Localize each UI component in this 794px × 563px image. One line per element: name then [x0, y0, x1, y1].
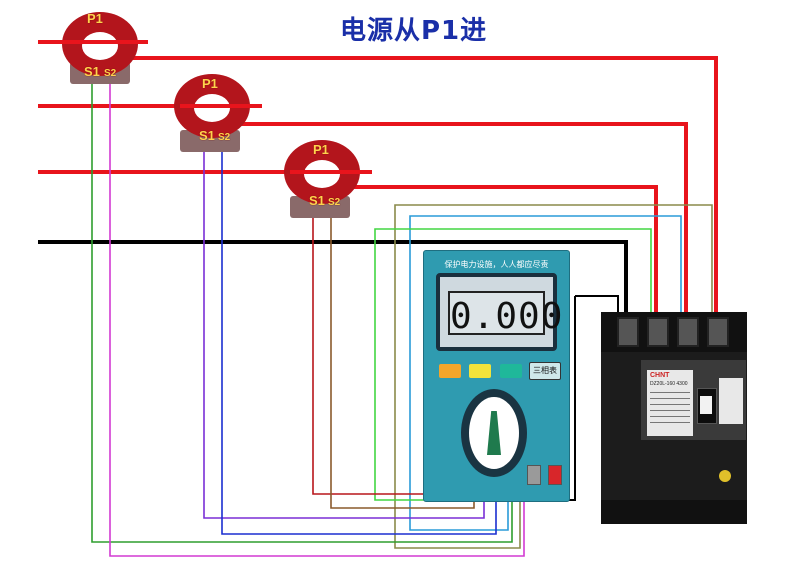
diagram-title: 电源从P1进 [340, 16, 488, 46]
breaker-toggle[interactable] [700, 396, 712, 414]
phase-line-3-out [345, 185, 658, 318]
terminal-l1 [707, 317, 729, 347]
ct-3-s1-label: S1 [309, 193, 325, 208]
test-button[interactable] [527, 465, 541, 485]
lcd-window: 0.000 [448, 291, 564, 337]
meter-neutral-wire [575, 295, 619, 318]
magenta-wire [109, 80, 525, 557]
meter-slogan: 保护电力设施，人人都应尽责 [444, 260, 549, 269]
terminal-n [617, 317, 639, 347]
breaker-rating-plate [719, 378, 743, 424]
meter-reading: 0.000 [450, 296, 564, 337]
breaker-brand: CHNT [650, 372, 670, 379]
phase-line-2-out [235, 122, 688, 318]
meter-lcd: 0.000 [436, 273, 564, 351]
ct-3 [284, 140, 372, 218]
terminal-l3 [647, 317, 669, 347]
breaker-model: DZ20L-160 4300 [650, 381, 688, 387]
phase-lines [38, 40, 718, 318]
phase-line-1-out [125, 56, 718, 318]
breaker-bottom-terminals [601, 500, 747, 524]
ct-2 [174, 74, 262, 152]
terminal-l2 [677, 317, 699, 347]
meter-button-orange[interactable] [439, 364, 461, 378]
breaker-indicator [719, 470, 731, 482]
circuit-breaker: CHNT DZ20L-160 4300 [601, 312, 747, 524]
ct-1 [38, 12, 148, 84]
blue-wire [221, 148, 497, 535]
reset-button[interactable] [548, 465, 562, 485]
ct-1-s1-label: S1 [84, 64, 100, 79]
breaker-terminals [601, 312, 747, 352]
breaker-label-plate: CHNT DZ20L-160 4300 [647, 370, 693, 436]
olive-wire [394, 204, 713, 549]
ct-2-s2-label: S2 [218, 132, 231, 143]
ct-1-s2-label: S2 [104, 68, 117, 79]
green-wire [91, 80, 513, 543]
meter-button-yellow[interactable] [469, 364, 491, 378]
ct-2-s1-label: S1 [199, 128, 215, 143]
ct-1-p1-label: P1 [87, 11, 103, 26]
ct-2-p1-label: P1 [202, 76, 218, 91]
meter-button-teal[interactable] [500, 364, 522, 378]
energy-meter: 保护电力设施，人人都应尽责 0.000 三相表 [423, 250, 570, 502]
lightblue-wire [409, 215, 682, 531]
selector-knob-handle[interactable] [487, 411, 501, 455]
ct-3-p1-label: P1 [313, 142, 329, 157]
meter-type-label: 三相表 [529, 362, 561, 380]
ct-3-s2-label: S2 [328, 197, 341, 208]
